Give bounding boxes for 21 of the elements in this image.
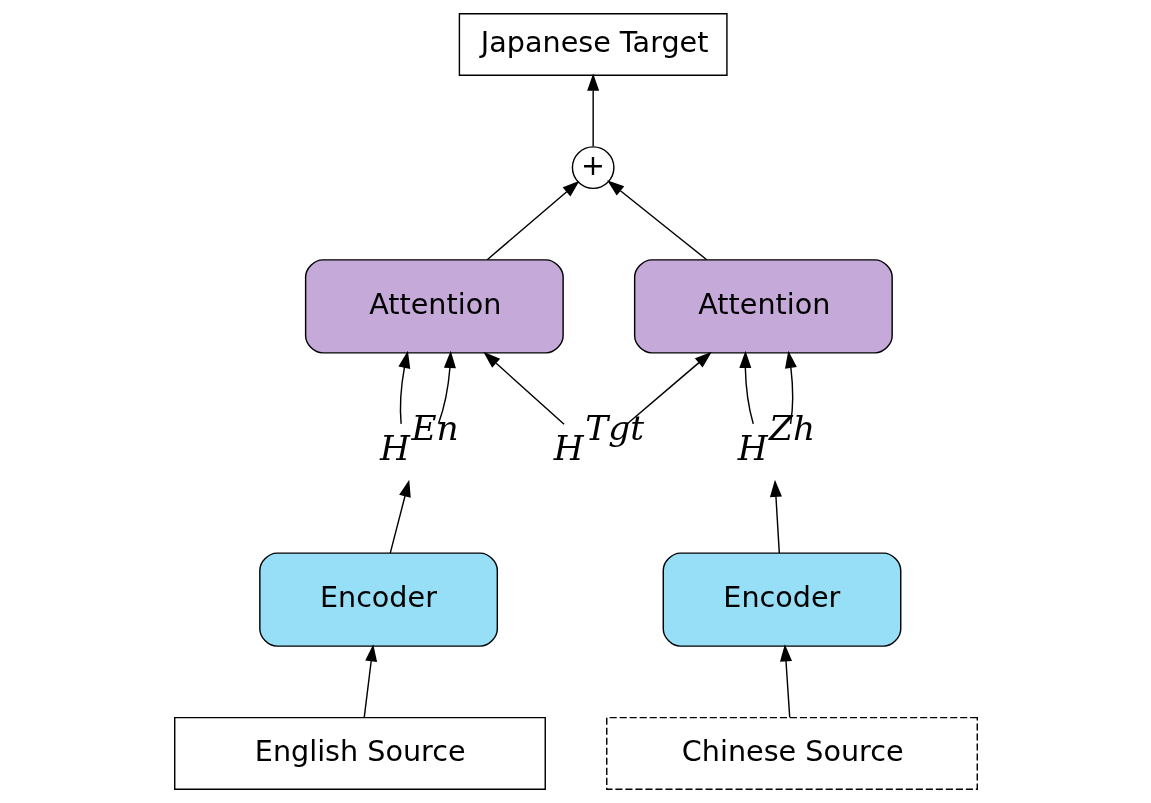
- arrow: [363, 644, 377, 719]
- arrow: [389, 479, 411, 554]
- arrow: [784, 350, 797, 425]
- node-circle: +: [571, 146, 615, 190]
- node-box: Encoder: [662, 552, 901, 647]
- arrow: [606, 180, 707, 261]
- arrow: [397, 350, 410, 425]
- arrow: [625, 351, 712, 425]
- arrow: [779, 644, 792, 719]
- arrow: [738, 350, 754, 425]
- arrow: [486, 180, 580, 261]
- node-box: Attention: [304, 259, 564, 354]
- node-box: English Source: [173, 716, 546, 790]
- node-box: Chinese Source: [605, 716, 978, 790]
- node-box: Japanese Target: [458, 13, 728, 77]
- arrow: [437, 350, 456, 425]
- node-box: Attention: [633, 259, 893, 354]
- arrow: [482, 351, 565, 425]
- node-box: Encoder: [258, 552, 498, 647]
- arrow: [769, 479, 782, 554]
- arrow: [586, 73, 599, 148]
